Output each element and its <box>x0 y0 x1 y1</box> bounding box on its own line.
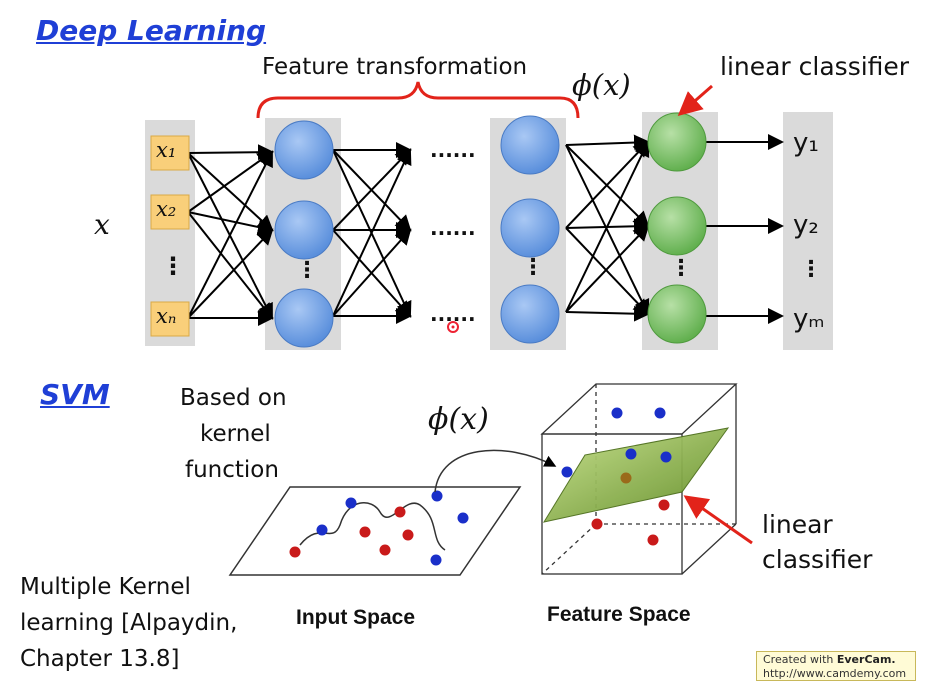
separating-hyperplane <box>542 427 730 523</box>
feature-space-points <box>561 407 672 546</box>
feature-space-cube <box>540 383 738 575</box>
hidden1-node-3 <box>274 288 334 348</box>
hidden-ellipsis-1: ...... <box>430 138 476 162</box>
input-space-points <box>289 490 469 566</box>
watermark-brand: EverCam. <box>836 653 896 666</box>
hidden-ellipsis-3: ...... <box>430 302 476 326</box>
cursor-dot-center <box>451 325 455 329</box>
svm-heading: SVM <box>40 378 110 411</box>
linear-classifier-label: linear classifier <box>720 52 910 81</box>
input-to-hidden-connections <box>187 144 274 326</box>
output-node-2 <box>647 196 707 256</box>
hidden-ellipsis-2: ...... <box>430 216 476 240</box>
input-space-boundary <box>299 502 446 551</box>
input-box-1 <box>150 135 190 171</box>
input-space-plane <box>228 486 522 576</box>
kernel-note-line-2: kernel <box>200 421 271 447</box>
phi-mapping-arrow <box>434 449 557 493</box>
input-box-2 <box>150 194 190 230</box>
kernel-note-line-1: Based on <box>180 385 287 411</box>
phi-label-svm: ϕ(x) <box>428 402 489 437</box>
input-label-2: x₂ <box>156 197 177 221</box>
y-column-bg <box>783 112 833 350</box>
hidden1-node-2 <box>274 200 334 260</box>
output-node-1 <box>647 112 707 172</box>
hidden1-node-1 <box>274 120 334 180</box>
input-label-1: x₁ <box>156 138 177 162</box>
svm-classifier-pointer <box>683 495 753 545</box>
input-space-label: Input Space <box>296 606 416 629</box>
svm-classifier-label: classifier <box>762 545 873 574</box>
input-vector-label: x <box>94 208 110 241</box>
feature-transformation-brace <box>256 81 580 119</box>
input-label-n: xₙ <box>156 304 177 328</box>
watermark-url[interactable]: http://www.camdemy.com <box>763 667 907 680</box>
cursor-dot <box>447 321 459 333</box>
output-label-2: y₂ <box>793 210 819 240</box>
deep-learning-heading: Deep Learning <box>36 14 267 47</box>
phi-label-top: ϕ(x) <box>572 68 631 102</box>
hiddenN-node-2 <box>500 198 560 258</box>
hidden-to-output-connections <box>565 134 650 322</box>
y-vertical-ellipsis: ⋮ <box>800 257 822 282</box>
evercam-watermark[interactable]: Created with EverCam. http://www.camdemy… <box>756 651 916 681</box>
watermark-prefix: Created with <box>763 653 834 666</box>
feature-space-label: Feature Space <box>547 603 691 626</box>
output-vertical-ellipsis: ⋮ <box>670 256 692 281</box>
mkl-note-line-1: Multiple Kernel <box>20 574 191 600</box>
svm-linear-label: linear <box>762 510 833 539</box>
input-vertical-ellipsis: ⋮ <box>161 252 185 280</box>
hiddenN-vertical-ellipsis: ⋮ <box>522 255 544 280</box>
kernel-note-line-3: function <box>185 457 279 483</box>
feature-transformation-label: Feature transformation <box>262 54 528 80</box>
mkl-note-line-2: learning [Alpaydin, <box>20 610 238 636</box>
hidden-to-hidden-connections <box>332 142 412 324</box>
input-box-n <box>150 301 190 337</box>
output-arrows <box>706 134 784 324</box>
output-label-1: y₁ <box>793 128 819 158</box>
mkl-note-line-3: Chapter 13.8] <box>20 646 180 672</box>
output-label-m: yₘ <box>793 304 825 334</box>
hidden1-vertical-ellipsis: ⋮ <box>296 258 318 283</box>
linear-classifier-pointer <box>677 84 713 116</box>
output-node-3 <box>647 284 707 344</box>
hiddenN-node-3 <box>500 284 560 344</box>
hiddenN-node-1 <box>500 115 560 175</box>
